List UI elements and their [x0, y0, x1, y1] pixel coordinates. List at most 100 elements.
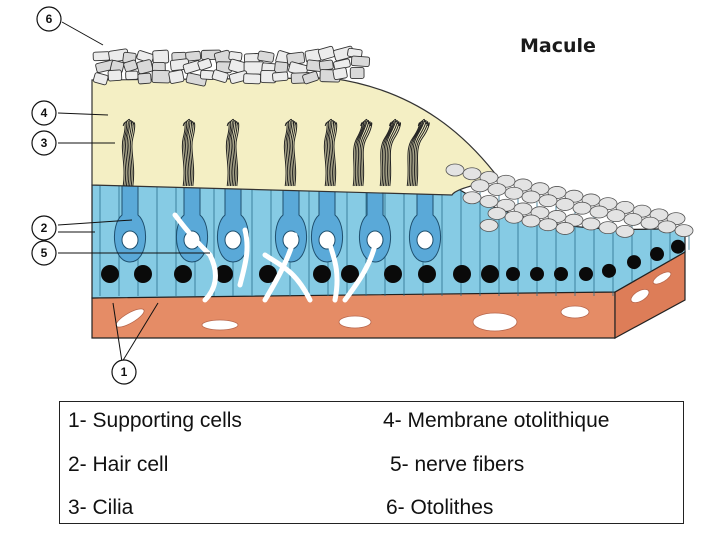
- otolith: [136, 59, 154, 75]
- legend-item-otolithes: 6- Otolithes: [386, 496, 494, 519]
- otolith-stone: [479, 195, 499, 208]
- svg-text:3: 3: [41, 136, 48, 150]
- nerve-fibers: [172, 212, 378, 303]
- otolith-stone: [504, 186, 524, 200]
- otolith-stone: [521, 214, 541, 228]
- hair-cells: [113, 185, 442, 263]
- otolith-stone: [589, 205, 609, 219]
- nucleus: [602, 263, 616, 278]
- nucleus: [554, 267, 568, 281]
- nucleus: [134, 265, 152, 283]
- leader-lines: [57, 21, 210, 363]
- hair-cell-nucleus: [224, 230, 242, 250]
- otolith-stone: [623, 212, 643, 226]
- callout-1: 1: [111, 359, 137, 385]
- otolith: [257, 50, 275, 63]
- svg-text:6: 6: [46, 12, 53, 26]
- supporting-cell-nuclei: [101, 239, 685, 283]
- callout-5: 5: [31, 240, 57, 266]
- cilia-tuft: [323, 118, 338, 187]
- otolith-stone: [598, 221, 618, 235]
- otolith: [302, 70, 319, 85]
- svg-text:2: 2: [41, 221, 48, 235]
- otolith: [318, 59, 334, 71]
- otolith-stone: [572, 201, 592, 215]
- otoliths: [92, 45, 371, 87]
- otolith: [137, 72, 152, 85]
- nucleus: [627, 255, 641, 270]
- otolith-stone: [555, 222, 575, 235]
- hair-cell-nucleus: [416, 230, 434, 250]
- nucleus: [671, 239, 685, 254]
- otolith: [243, 73, 262, 85]
- otolith-stone: [674, 224, 694, 238]
- hair-cell: [310, 185, 344, 263]
- nucleus: [530, 267, 544, 281]
- nucleus: [506, 267, 520, 281]
- otolith-stone: [487, 207, 507, 220]
- cilia-tuft: [121, 118, 136, 187]
- otolith-stone: [521, 190, 541, 204]
- legend-item-membrane: 4- Membrane otolithique: [383, 409, 610, 432]
- legend: 1- Supporting cells 4- Membrane otolithi…: [59, 401, 684, 524]
- svg-text:1: 1: [121, 365, 128, 379]
- nucleus: [453, 265, 471, 283]
- callout-3: 3: [31, 130, 57, 156]
- nucleus: [313, 265, 331, 283]
- otolith: [272, 71, 289, 82]
- hair-cell: [358, 185, 392, 263]
- cilia: [121, 118, 430, 187]
- diagram-title: Macule: [520, 35, 596, 57]
- otolith-stone: [615, 224, 635, 238]
- cilia-tuft: [225, 118, 240, 187]
- otolith-stone: [470, 179, 490, 193]
- otolith-stone: [479, 219, 499, 232]
- otolith-stone: [487, 183, 507, 196]
- nucleus: [384, 265, 402, 283]
- otolith-slope: [445, 163, 694, 238]
- legend-item-cilia: 3- Cilia: [68, 496, 134, 519]
- otolith: [317, 45, 336, 61]
- nucleus: [650, 247, 664, 262]
- otolith: [197, 58, 213, 71]
- macule-diagram: Macule: [31, 6, 694, 385]
- nucleus: [579, 267, 593, 281]
- hair-cell-nucleus: [183, 230, 201, 250]
- otolith-stone: [462, 191, 482, 205]
- nucleus: [259, 265, 277, 283]
- connective-fibers: [115, 271, 672, 332]
- otolith: [151, 69, 171, 84]
- otolith: [152, 49, 170, 64]
- otolith-stone: [462, 167, 482, 181]
- otolith-stone: [538, 194, 558, 208]
- nucleus: [101, 265, 119, 283]
- callout-2: 2: [31, 215, 57, 241]
- otolith: [168, 69, 185, 84]
- otolith: [107, 69, 123, 82]
- otolith-stone: [581, 217, 601, 231]
- connective-tissue: [91, 291, 616, 339]
- otolith-stone: [640, 216, 660, 230]
- cilia-tuft: [181, 118, 196, 187]
- otolith-stone: [606, 209, 626, 223]
- svg-text:4: 4: [41, 106, 48, 120]
- otolithic-membrane: [91, 77, 502, 196]
- otolith: [92, 51, 111, 62]
- cilia-tuft: [352, 118, 373, 187]
- callout-6: 6: [36, 6, 62, 32]
- legend-item-nerve-fibers: 5- nerve fibers: [390, 453, 525, 476]
- hair-cell-nucleus: [121, 230, 139, 250]
- cilia-tuft: [379, 118, 402, 187]
- nucleus: [215, 265, 233, 283]
- otolith-stone: [657, 220, 677, 234]
- callout-4: 4: [31, 100, 57, 126]
- otolith: [350, 55, 371, 67]
- legend-item-supporting-cells: 1- Supporting cells: [68, 409, 242, 432]
- cilia-tuft: [406, 118, 430, 187]
- otolith-stone: [504, 210, 524, 224]
- otolith: [92, 72, 109, 86]
- otolith-stone: [538, 218, 558, 232]
- otolith: [185, 50, 202, 62]
- svg-text:5: 5: [41, 246, 48, 260]
- otolith: [349, 67, 365, 79]
